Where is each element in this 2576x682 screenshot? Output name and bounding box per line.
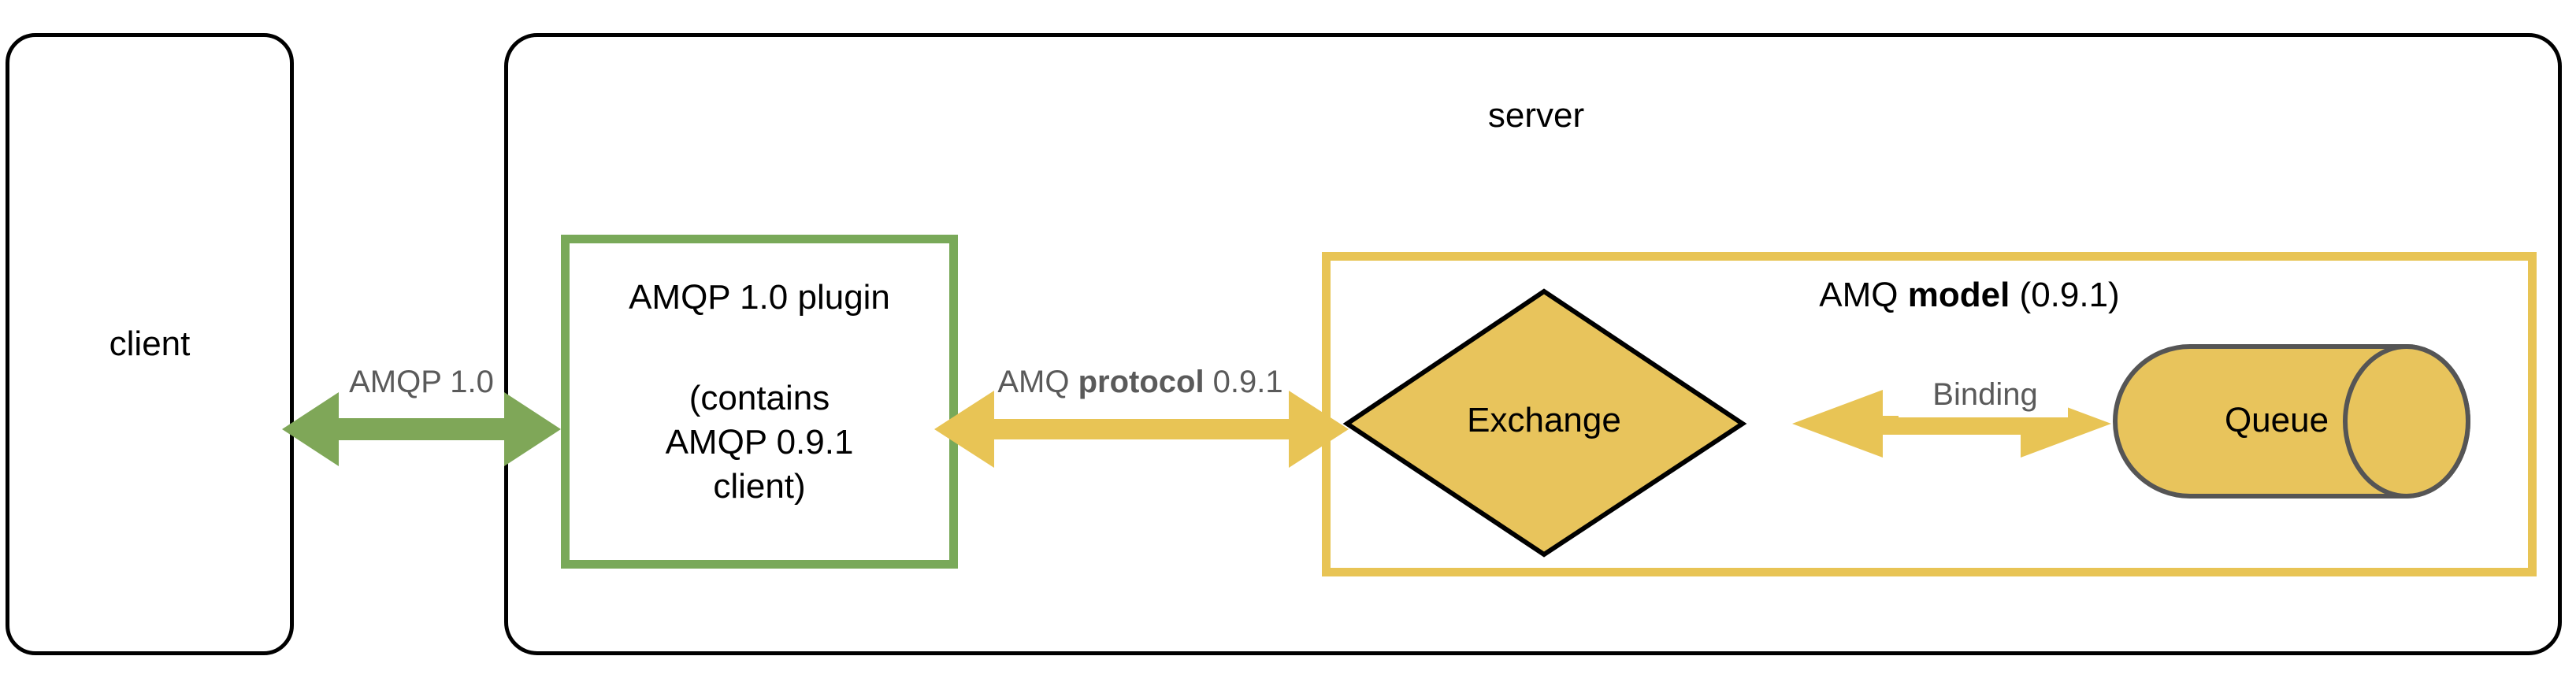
edge-label-amq-protocol: AMQ protocol 0.9.1 — [926, 364, 1355, 400]
edge-label-amq-protocol-suffix: 0.9.1 — [1204, 365, 1283, 399]
amq-model-label: AMQ model (0.9.1) — [1654, 274, 2285, 317]
amqp-plugin-subtitle: (contains AMQP 0.9.1 client) — [665, 379, 854, 506]
exchange-label: Exchange — [1467, 401, 1621, 439]
amq-model-label-prefix: AMQ — [1819, 276, 1908, 314]
edge-label-amq-protocol-bold: protocol — [1078, 365, 1204, 399]
edge-label-amqp-1-0-text: AMQP 1.0 — [349, 365, 494, 399]
queue-label: Queue — [2224, 401, 2329, 439]
amq-model-label-suffix: (0.9.1) — [2010, 276, 2120, 314]
server-label: server — [1487, 96, 1585, 135]
edge-label-amq-protocol-prefix: AMQ — [997, 365, 1078, 399]
amqp-plugin-title: AMQP 1.0 plugin — [629, 278, 890, 317]
edge-label-binding-text: Binding — [1932, 377, 2038, 412]
edge-label-binding: Binding — [1828, 376, 2143, 413]
binding-label-backdrop — [1899, 383, 2068, 417]
client-label: client — [109, 324, 191, 363]
server-container — [504, 33, 2562, 655]
edge-label-amqp-1-0: AMQP 1.0 — [280, 364, 563, 400]
amq-model-label-bold: model — [1907, 276, 2010, 314]
client-container — [6, 33, 294, 655]
